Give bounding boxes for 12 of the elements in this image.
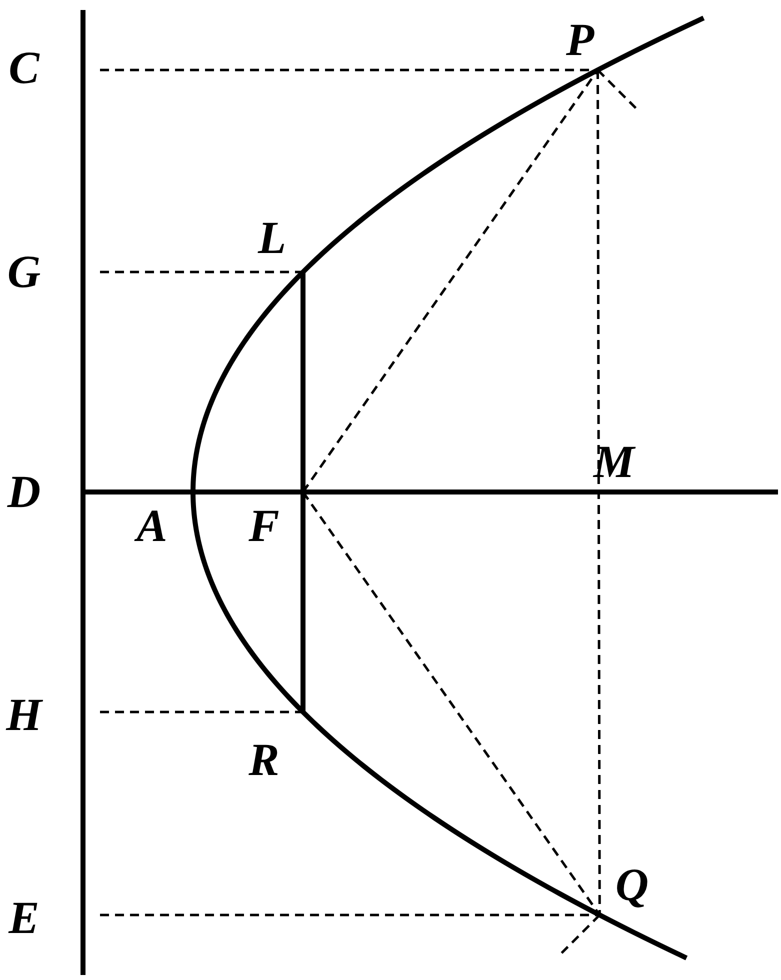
- point-label: M: [594, 439, 634, 485]
- point-label: D: [7, 469, 41, 515]
- point-label: G: [7, 249, 41, 295]
- point-label: R: [248, 737, 280, 783]
- point-label: L: [258, 215, 286, 261]
- point-label: F: [248, 503, 280, 549]
- point-label: P: [566, 17, 594, 63]
- point-label: C: [8, 45, 40, 91]
- point-label: Q: [615, 862, 649, 908]
- point-label: A: [136, 503, 168, 549]
- point-label: E: [8, 895, 40, 941]
- point-label: H: [6, 692, 42, 738]
